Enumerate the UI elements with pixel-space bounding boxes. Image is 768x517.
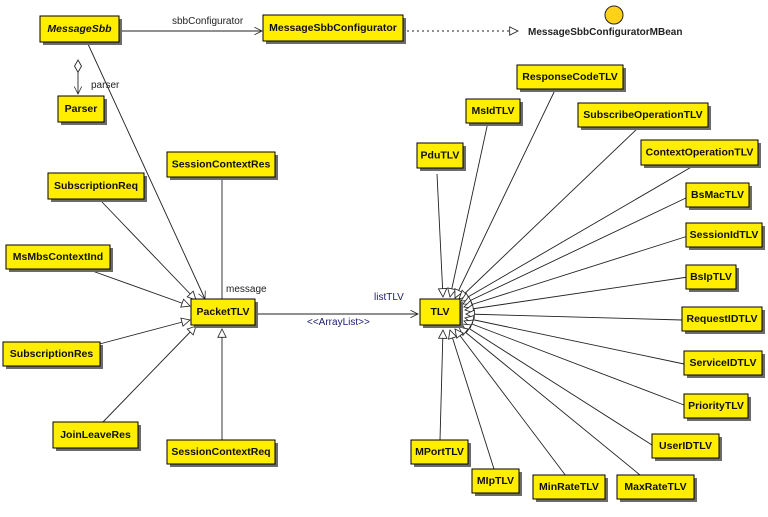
edge-sessionidtlv-tlv	[464, 235, 689, 307]
class-tlv[interactable]: TLV	[419, 298, 463, 328]
svg-text:PacketTLV: PacketTLV	[197, 306, 250, 318]
svg-text:SessionContextRes: SessionContextRes	[172, 158, 271, 170]
class-messagesbbconfigurator[interactable]: MessageSbbConfigurator	[262, 14, 406, 44]
svg-text:MsIdTLV: MsIdTLV	[472, 105, 515, 117]
svg-text:RequestIDTLV: RequestIDTLV	[687, 313, 758, 325]
svg-text:UserIDTLV: UserIDTLV	[659, 440, 712, 452]
edge-useridtlv-tlv	[462, 324, 653, 446]
class-parser[interactable]: Parser	[57, 95, 107, 125]
class-sessionidtlv[interactable]: SessionIdTLV	[685, 222, 765, 250]
edge-subscriptionreq-packettlv	[101, 201, 196, 300]
class-prioritytlv[interactable]: PriorityTLV	[683, 393, 751, 421]
label-sbbconfigurator: sbbConfigurator	[172, 16, 244, 27]
class-mporttlv[interactable]: MPortTLV	[410, 439, 471, 467]
class-subscriptionreq[interactable]: SubscriptionReq	[47, 172, 147, 202]
svg-text:BsMacTLV: BsMacTLV	[691, 189, 744, 201]
svg-text:ResponseCodeTLV: ResponseCodeTLV	[522, 71, 617, 83]
class-requestidtlv[interactable]: RequestIDTLV	[681, 306, 765, 334]
svg-text:SubscribeOperationTLV: SubscribeOperationTLV	[583, 109, 702, 121]
svg-text:MPortTLV: MPortTLV	[415, 446, 464, 458]
svg-text:ServiceIDTLV: ServiceIDTLV	[690, 357, 757, 369]
interface-label: MessageSbbConfiguratorMBean	[528, 27, 682, 38]
class-useridtlv[interactable]: UserIDTLV	[651, 433, 722, 461]
class-sessioncontextres[interactable]: SessionContextRes	[166, 151, 278, 180]
interface-lollipop-icon	[604, 5, 624, 25]
edge-msmbscontextind-packettlv	[83, 267, 190, 306]
class-miptlv[interactable]: MIpTLV	[471, 468, 522, 496]
edge-msidtlv-tlv	[450, 121, 489, 297]
svg-text:ContextOperationTLV: ContextOperationTLV	[646, 146, 754, 158]
edge-contextoperationtlv-tlv	[461, 161, 701, 301]
class-serviceidtlv[interactable]: ServiceIDTLV	[683, 350, 765, 378]
class-messagesbb[interactable]: MessageSbb	[39, 15, 122, 45]
class-packettlv[interactable]: PacketTLV	[190, 298, 258, 328]
class-msidtlv[interactable]: MsIdTLV	[465, 98, 523, 126]
edge-responsecodetlv-tlv	[455, 87, 557, 298]
svg-text:MinRateTLV: MinRateTLV	[539, 481, 599, 493]
label-message: message	[226, 284, 267, 295]
svg-text:MaxRateTLV: MaxRateTLV	[624, 481, 686, 493]
svg-text:SessionContextReq: SessionContextReq	[171, 446, 270, 458]
class-minratetlv[interactable]: MinRateTLV	[532, 474, 608, 502]
svg-text:PriorityTLV: PriorityTLV	[688, 400, 744, 412]
label-arraylist: <<ArrayList>>	[307, 317, 370, 328]
class-maxratetlv[interactable]: MaxRateTLV	[616, 474, 697, 502]
svg-text:PduTLV: PduTLV	[421, 149, 460, 161]
svg-text:BsIpTLV: BsIpTLV	[690, 271, 732, 283]
edge-bsmactlv-tlv	[463, 196, 689, 304]
svg-text:MIpTLV: MIpTLV	[477, 475, 514, 487]
svg-text:MessageSbbConfigurator: MessageSbbConfigurator	[269, 22, 397, 34]
svg-text:TLV: TLV	[430, 306, 449, 318]
label-parser: parser	[91, 80, 120, 91]
class-contextoperationtlv[interactable]: ContextOperationTLV	[640, 139, 761, 168]
class-bsiptlv[interactable]: BsIpTLV	[685, 264, 739, 292]
class-subscriptionres[interactable]: SubscriptionRes	[2, 341, 103, 369]
svg-text:MsMbsContextInd: MsMbsContextInd	[13, 251, 103, 263]
svg-text:MessageSbb: MessageSbb	[47, 23, 112, 35]
label-listtlv: listTLV	[374, 292, 404, 303]
class-joinleaveres[interactable]: JoinLeaveRes	[52, 421, 141, 451]
svg-text:SessionIdTLV: SessionIdTLV	[690, 229, 759, 241]
edge-maxratetlv-tlv	[459, 327, 641, 476]
edge-mporttlv-tlv	[440, 330, 443, 441]
edge-miptlv-tlv	[450, 330, 495, 470]
edge-minratetlv-tlv	[455, 329, 567, 477]
class-pdutlv[interactable]: PduTLV	[416, 142, 466, 171]
edge-joinleaveres-packettlv	[101, 326, 196, 424]
edge-subscribeoperationtlv-tlv	[459, 125, 641, 299]
svg-text:Parser: Parser	[65, 103, 98, 115]
edge-subscriptionres-packettlv	[91, 320, 190, 347]
svg-text:SubscriptionRes: SubscriptionRes	[10, 348, 94, 360]
edge-messagesbb-packettlv	[87, 43, 205, 299]
svg-text:JoinLeaveRes: JoinLeaveRes	[60, 429, 131, 441]
edge-prioritytlv-tlv	[464, 321, 685, 406]
svg-text:SubscriptionReq: SubscriptionReq	[54, 180, 138, 192]
class-responsecodetlv[interactable]: ResponseCodeTLV	[516, 64, 626, 92]
class-msmbscontextind[interactable]: MsMbsContextInd	[5, 244, 113, 272]
edge-requestidtlv-tlv	[466, 314, 683, 321]
edge-pdutlv-tlv	[436, 173, 443, 297]
edge-bsiptlv-tlv	[465, 276, 689, 310]
class-bsmactlv[interactable]: BsMacTLV	[685, 182, 752, 210]
edge-serviceidtlv-tlv	[465, 318, 685, 365]
class-sessioncontextreq[interactable]: SessionContextReq	[166, 439, 278, 467]
class-subscribeoperationtlv[interactable]: SubscribeOperationTLV	[577, 102, 711, 130]
